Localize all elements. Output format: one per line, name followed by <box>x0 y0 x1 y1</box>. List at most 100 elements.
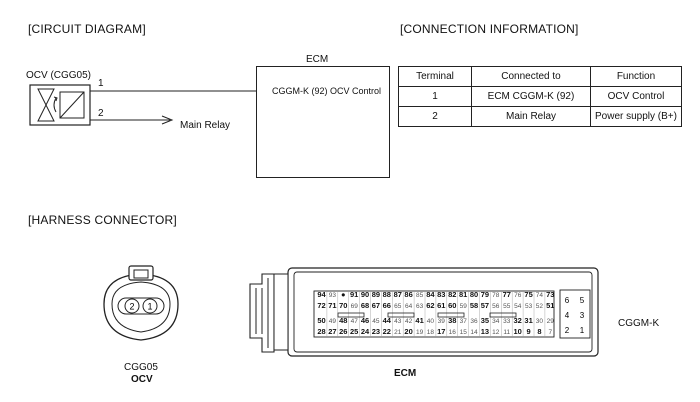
ecm-pin: 52 <box>536 303 544 310</box>
ecm-pin: 76 <box>514 292 522 299</box>
ecm-pin: 73 <box>546 290 554 299</box>
ecm-pin: 15 <box>460 329 468 336</box>
ecm-pin: 61 <box>437 301 445 310</box>
ecm-pin: 93 <box>329 292 337 299</box>
connection-table: Terminal Connected to Function 1 ECM CGG… <box>398 66 682 127</box>
ecm-pin: 34 <box>492 318 500 325</box>
table-row: 2 Main Relay Power supply (B+) <box>398 106 682 127</box>
ecm-pin: 50 <box>317 316 325 325</box>
ecm-pin-label: CGGM-K (92) OCV Control <box>272 86 382 96</box>
ecm-pin: 44 <box>383 316 392 325</box>
ecm-pin: 39 <box>438 318 446 325</box>
header-connected-to: Connected to <box>471 66 591 87</box>
ocv-pin-1: 1 <box>147 302 152 312</box>
table-cell: ECM CGGM-K (92) <box>471 86 591 107</box>
ecm-pin: 14 <box>470 329 478 336</box>
ecm-pin: 32 <box>514 316 522 325</box>
pin2-label: 2 <box>98 108 104 119</box>
ocv-connector-name: OCV <box>131 374 153 385</box>
ecm-pin: 13 <box>481 327 489 336</box>
ocv-pin-2: 2 <box>129 302 134 312</box>
ecm-small-pin: 5 <box>580 296 585 305</box>
ecm-pin: 62 <box>426 301 434 310</box>
ecm-pin: 28 <box>317 327 325 336</box>
connection-information-title: [CONNECTION INFORMATION] <box>400 22 579 36</box>
ecm-pin: 55 <box>503 303 511 310</box>
ecm-pin: 58 <box>470 301 478 310</box>
ecm-small-pin: 2 <box>565 326 570 335</box>
ecm-pin: 85 <box>416 292 424 299</box>
table-header-row: Terminal Connected to Function <box>398 66 682 87</box>
ecm-pin: 71 <box>328 301 336 310</box>
ecm-pin: 57 <box>481 301 489 310</box>
ecm-pin: 86 <box>404 290 412 299</box>
ecm-pin: 40 <box>427 318 435 325</box>
table-cell: Power supply (B+) <box>590 106 682 127</box>
ecm-pin: 91 <box>350 290 358 299</box>
ecm-pin: 64 <box>405 303 413 310</box>
ecm-pin: 60 <box>448 301 456 310</box>
ecm-pin: 88 <box>383 290 391 299</box>
ecm-pin: 47 <box>351 318 359 325</box>
header-terminal: Terminal <box>398 66 472 87</box>
ecm-small-pin: 1 <box>580 326 585 335</box>
ocv-symbol <box>29 84 91 126</box>
ecm-pin: 37 <box>460 318 468 325</box>
ecm-pin: 48 <box>339 316 347 325</box>
ecm-pin: 45 <box>372 318 380 325</box>
ecm-pin: 80 <box>470 290 478 299</box>
ecm-pin: 59 <box>460 303 468 310</box>
ecm-pin: 78 <box>492 292 500 299</box>
ecm-pin: 8 <box>537 327 541 336</box>
main-relay-label: Main Relay <box>180 120 231 131</box>
ecm-pin: 63 <box>416 303 424 310</box>
ecm-pin: 24 <box>361 327 370 336</box>
ecm-pin: 29 <box>547 318 555 325</box>
table-cell: OCV Control <box>590 86 682 107</box>
ecm-pin: 54 <box>514 303 522 310</box>
ecm-pin: 23 <box>372 327 380 336</box>
pin1-label: 1 <box>98 78 104 89</box>
ecm-pin: 9 <box>527 327 531 336</box>
table-row: 1 ECM CGGM-K (92) OCV Control <box>398 86 682 107</box>
ecm-pin: 79 <box>481 290 489 299</box>
ecm-pin: 74 <box>536 292 544 299</box>
ecm-pin: 56 <box>492 303 500 310</box>
ecm-pin: 10 <box>514 327 522 336</box>
ecm-pin: 25 <box>350 327 358 336</box>
ecm-pin: ● <box>341 290 346 299</box>
ecm-pin: 43 <box>394 318 402 325</box>
ocv-connector: 2 1 <box>103 265 179 341</box>
ecm-pin: 65 <box>394 303 402 310</box>
ecm-pin: 51 <box>546 301 554 310</box>
ecm-connector-name: ECM <box>394 368 417 379</box>
ecm-pin: 46 <box>361 316 369 325</box>
ecm-pin: 21 <box>394 329 402 336</box>
ecm-pin: 72 <box>317 301 325 310</box>
ecm-pin: 12 <box>492 329 500 336</box>
ecm-pin: 84 <box>426 290 435 299</box>
ecm-pin: 41 <box>415 316 423 325</box>
ecm-pin: 26 <box>339 327 347 336</box>
ecm-pin: 16 <box>449 329 457 336</box>
ecm-small-pin: 4 <box>565 311 570 320</box>
ecm-pin: 90 <box>361 290 369 299</box>
ecm-pin: 75 <box>524 290 532 299</box>
ecm-pin: 67 <box>372 301 380 310</box>
ecm-pin: 35 <box>481 316 489 325</box>
ecm-pin: 49 <box>329 318 337 325</box>
circuit-diagram-title: [CIRCUIT DIAGRAM] <box>28 22 146 36</box>
table-cell: 1 <box>398 86 472 107</box>
table-cell: 2 <box>398 106 472 127</box>
header-function: Function <box>590 66 682 87</box>
ecm-pin: 66 <box>383 301 391 310</box>
ecm-pin: 20 <box>404 327 412 336</box>
ocv-connector-code: CGG05 <box>124 362 158 373</box>
ecm-pin: 68 <box>361 301 369 310</box>
ecm-pin: 11 <box>503 329 510 336</box>
ecm-pin: 18 <box>427 329 435 336</box>
ecm-box <box>256 66 390 178</box>
ecm-pin: 36 <box>470 318 478 325</box>
ecm-pin: 30 <box>536 318 544 325</box>
